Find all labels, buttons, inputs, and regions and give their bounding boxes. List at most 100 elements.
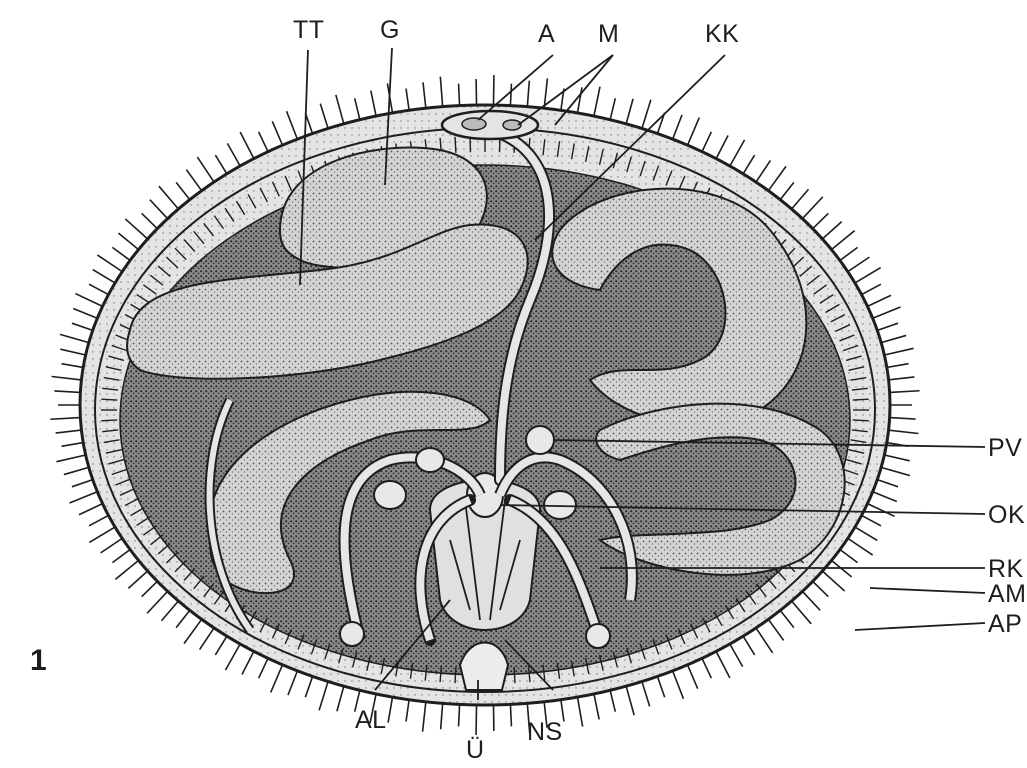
cilium	[242, 651, 254, 674]
label-ap: AP	[988, 610, 1022, 638]
cilium	[702, 132, 711, 152]
cilium	[862, 515, 881, 525]
label-g: G	[380, 16, 400, 44]
cilium	[159, 186, 179, 209]
cilium	[890, 391, 920, 393]
cilium	[147, 591, 167, 613]
cilium	[642, 100, 651, 129]
cilium	[72, 323, 93, 330]
cilium	[259, 132, 268, 152]
cilium	[371, 91, 376, 116]
cilium	[93, 270, 115, 283]
cilium	[688, 118, 700, 146]
cilium	[890, 418, 916, 419]
cilium	[64, 467, 89, 474]
cilium	[271, 665, 283, 693]
cilium	[305, 676, 312, 697]
label-ns: NS	[527, 718, 563, 746]
cilium	[855, 527, 877, 540]
cilium	[176, 610, 190, 627]
cilium	[877, 323, 898, 330]
comb-plate	[455, 137, 456, 153]
cilium	[577, 697, 582, 727]
cilium	[848, 257, 870, 271]
comb-plate	[514, 667, 515, 683]
cilium	[867, 295, 891, 306]
cilium	[459, 704, 460, 726]
label-m: M	[598, 20, 619, 48]
cilium	[855, 268, 881, 283]
label-am: AM	[988, 580, 1027, 608]
cilium	[877, 480, 898, 487]
cilium	[743, 636, 754, 655]
cilium	[626, 686, 634, 715]
cilium	[115, 560, 138, 579]
cilium	[848, 538, 873, 555]
cilium	[287, 111, 298, 139]
cilium	[594, 694, 599, 719]
cilium	[388, 697, 392, 723]
cilium	[215, 155, 226, 174]
cilium	[642, 682, 650, 707]
cilium	[337, 686, 344, 711]
cilium	[161, 601, 178, 621]
cilium	[128, 571, 147, 588]
cilium	[780, 610, 794, 627]
cilium	[840, 247, 858, 260]
cilium	[756, 160, 770, 182]
comb-plate	[455, 667, 456, 683]
cilium	[225, 644, 240, 670]
cilium	[73, 308, 97, 318]
cilium	[889, 377, 915, 380]
cilium	[813, 581, 829, 596]
cilium	[89, 284, 108, 294]
comb-plate	[853, 399, 869, 400]
cilium	[52, 377, 82, 380]
cilium	[101, 538, 123, 552]
cilium	[459, 84, 460, 106]
cilium	[873, 307, 901, 318]
cilium	[56, 455, 85, 462]
cilium	[215, 636, 226, 655]
cilium	[60, 334, 89, 342]
cilium	[610, 98, 615, 119]
cilium	[240, 132, 254, 159]
cilium	[56, 430, 82, 433]
cilium	[150, 200, 168, 219]
cilium	[802, 591, 820, 610]
cilium	[730, 644, 743, 667]
cilium	[440, 77, 442, 107]
label-tt: TT	[293, 16, 325, 44]
cilium	[406, 700, 409, 722]
cilium	[423, 82, 426, 108]
cilium	[186, 170, 201, 191]
cilium	[716, 136, 728, 159]
cilium	[768, 619, 783, 640]
cilium	[510, 704, 511, 726]
cilium	[60, 349, 85, 355]
cilium	[887, 364, 909, 368]
cilium	[89, 527, 115, 542]
cilium	[176, 182, 190, 199]
cilium	[768, 166, 786, 190]
cilium	[862, 284, 881, 294]
cilium	[112, 550, 130, 563]
cilium	[688, 665, 698, 689]
cilium	[72, 480, 93, 487]
cilium	[319, 682, 328, 711]
cilium	[673, 671, 684, 699]
label-u: Ü	[466, 736, 485, 764]
cilium	[822, 222, 841, 239]
cilium	[840, 550, 858, 563]
cilium	[142, 581, 158, 596]
cilium	[822, 571, 844, 591]
cilium	[610, 690, 615, 711]
cilium	[423, 702, 426, 732]
cilium	[320, 104, 328, 129]
apical-organ	[442, 111, 538, 139]
label-kk: KK	[705, 20, 739, 48]
cilium	[355, 98, 360, 119]
cilium	[288, 671, 297, 695]
cilium	[54, 391, 80, 392]
